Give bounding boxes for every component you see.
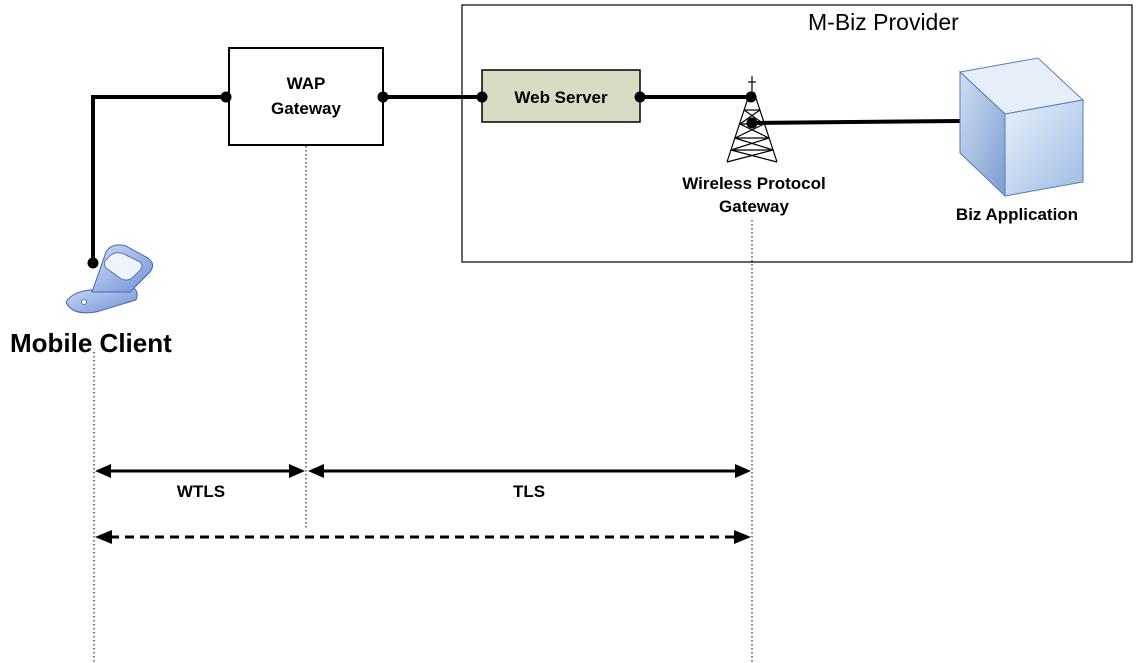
wtls-arrow (95, 464, 305, 478)
tls-label: TLS (513, 482, 545, 501)
link-client-to-wap (91, 95, 226, 262)
wap-gateway: WAP Gateway (228, 47, 384, 146)
wap-gateway-label-line1: WAP (287, 74, 326, 93)
server-icon (958, 57, 1085, 198)
connection-dots (87, 91, 758, 269)
web-server-label: Web Server (514, 88, 608, 107)
wap-gateway-label-line2: Gateway (271, 99, 341, 118)
provider-title: M-Biz Provider (808, 9, 959, 35)
end-to-end-dashed-arrow (95, 530, 751, 544)
link-tower-to-biz (751, 119, 961, 125)
wtls-label: WTLS (177, 482, 225, 501)
wireless-gateway-label-line1: Wireless Protocol (682, 174, 825, 193)
tls-arrow (308, 464, 751, 478)
mobile-client-label: Mobile Client (10, 328, 172, 358)
antenna-tower-icon (726, 76, 778, 163)
biz-application-label: Biz Application (956, 205, 1078, 224)
wireless-gateway-label-line2: Gateway (719, 197, 789, 216)
web-server: Web Server (481, 69, 641, 123)
phone-icon (65, 244, 154, 314)
